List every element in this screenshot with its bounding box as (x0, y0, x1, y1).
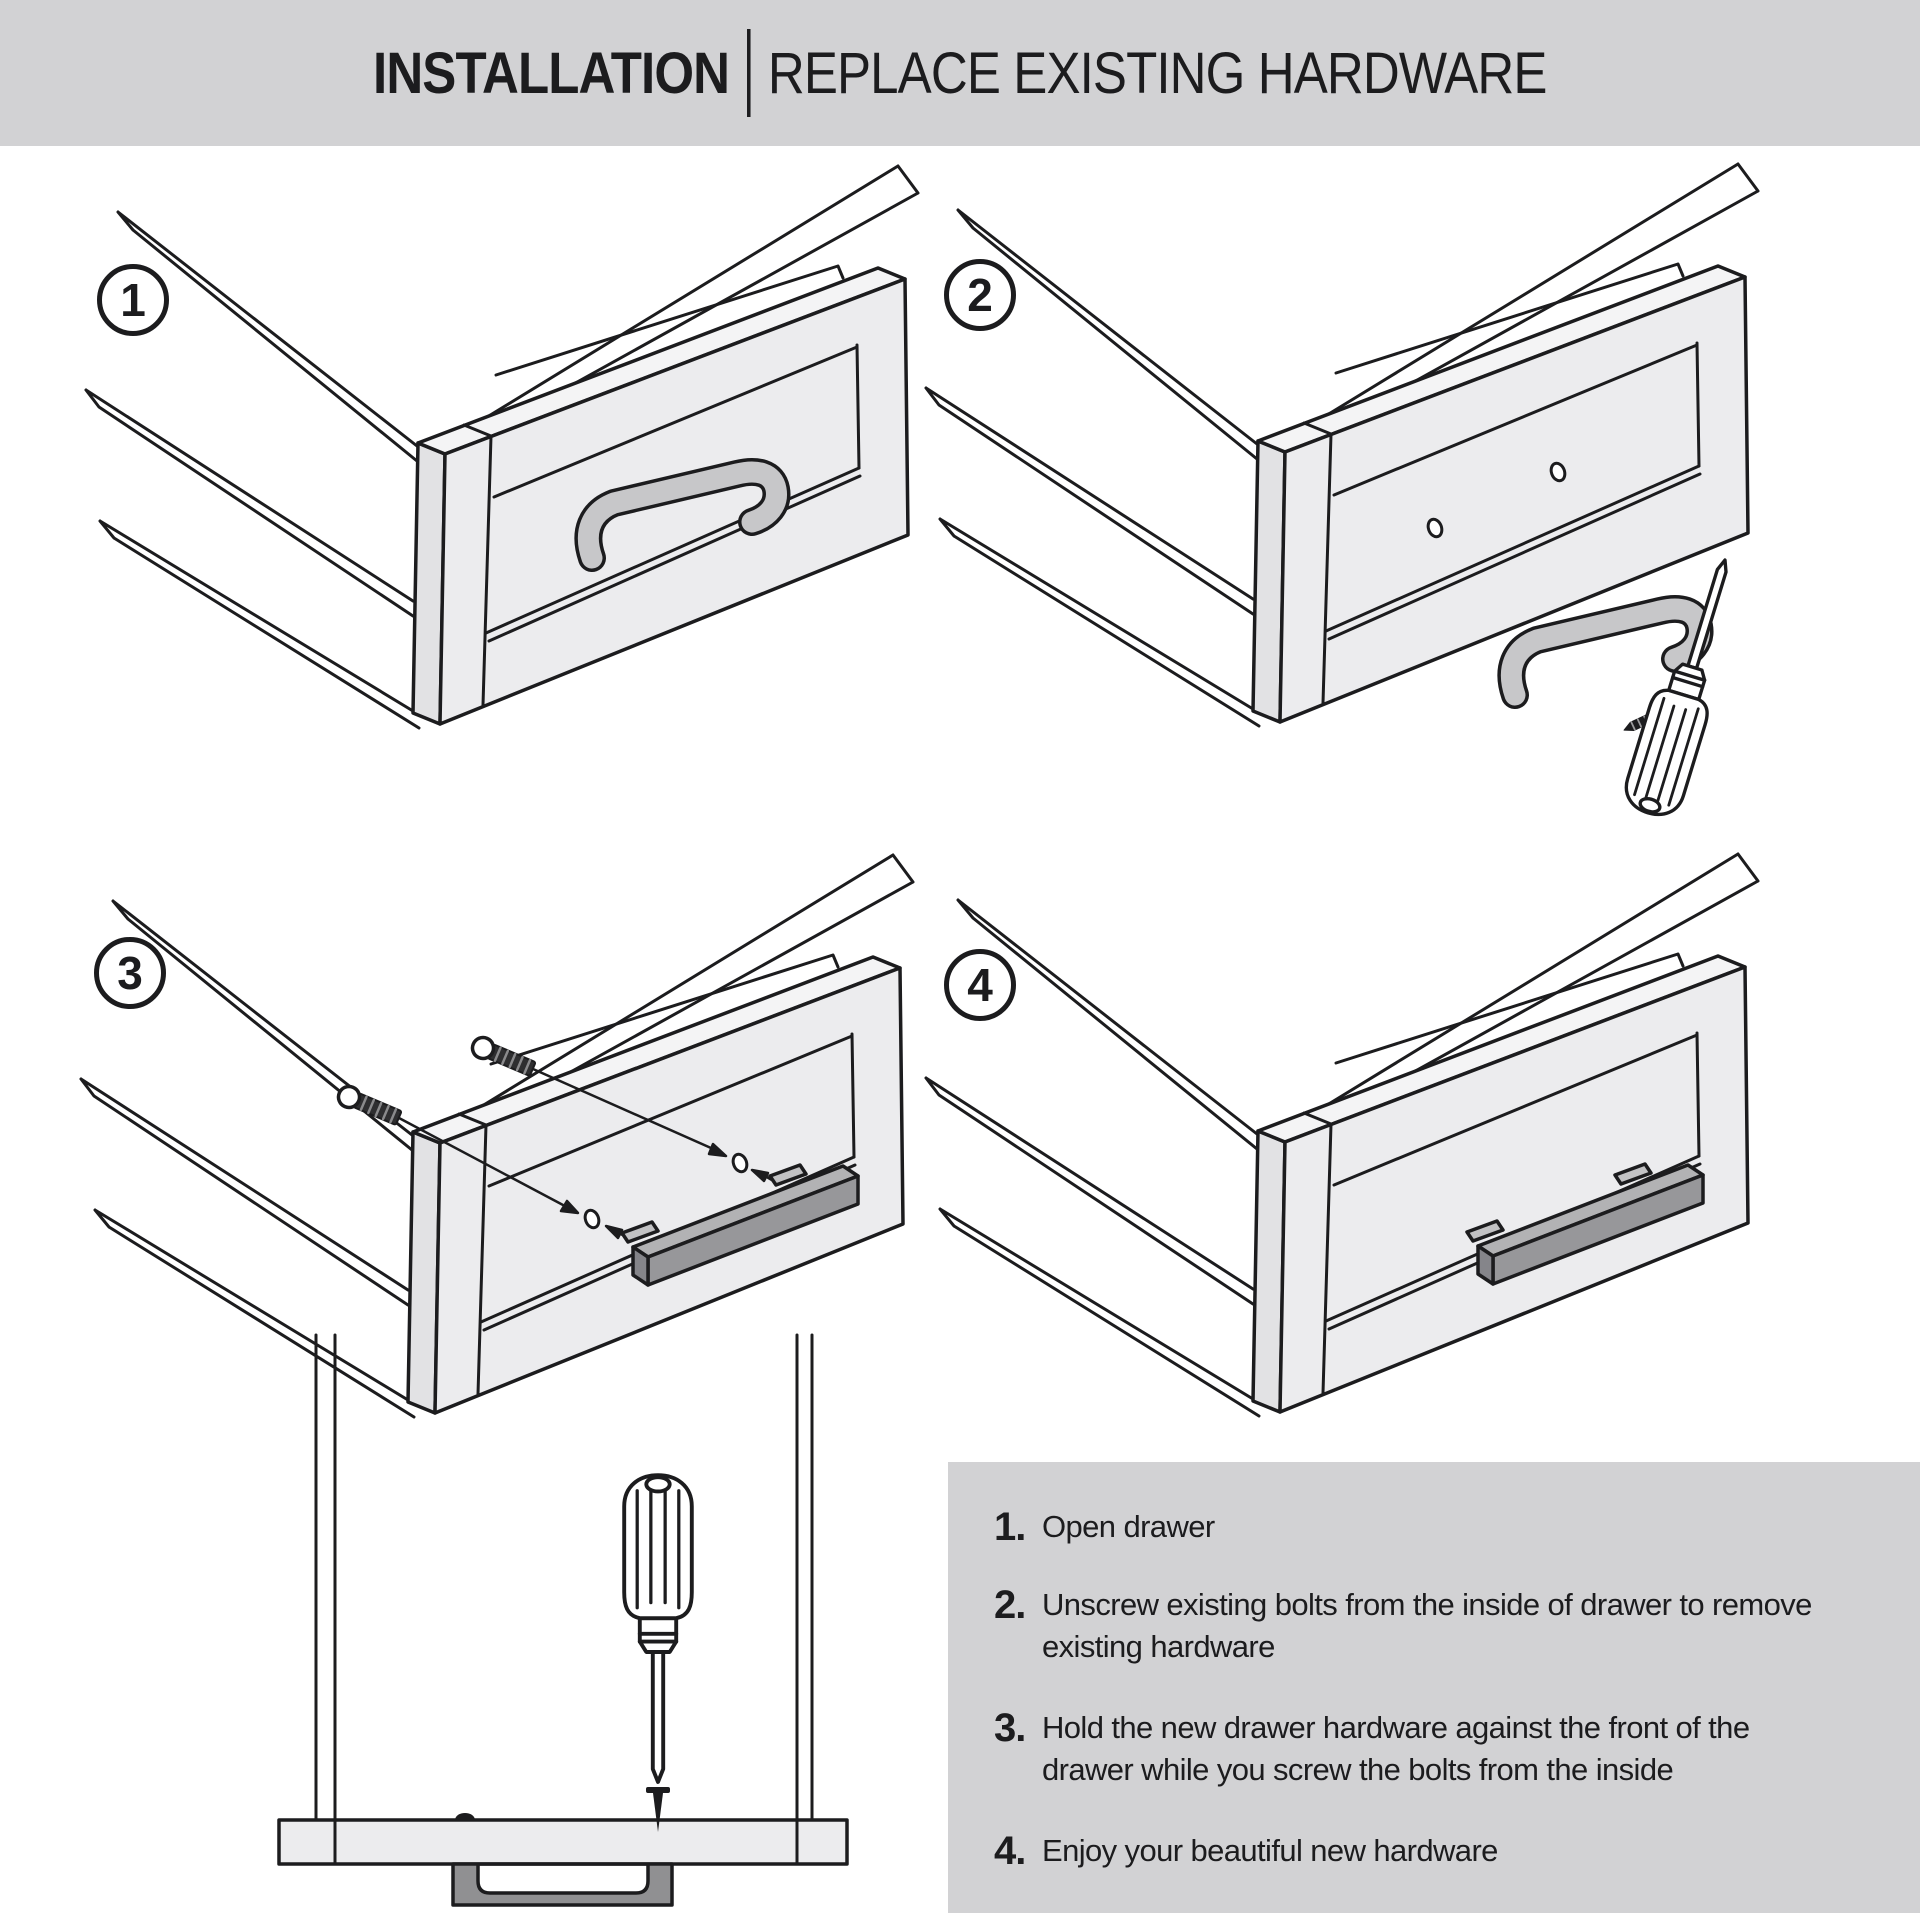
bolt-head (646, 1787, 670, 1793)
drawer-front-cross-section (277, 1818, 849, 1866)
title-subtitle: REPLACE EXISTING HARDWARE (768, 40, 1548, 106)
step-badge-1: 1 (97, 264, 169, 336)
step-number: 4. (994, 1829, 1026, 1874)
bolt-shaft (653, 1793, 663, 1832)
bolt-icon (333, 1081, 405, 1130)
cross-section-view (277, 1333, 849, 1907)
step-badge-3-number: 3 (117, 947, 143, 999)
step-badge-1-number: 1 (120, 274, 146, 326)
page-title: INSTALLATION REPLACE EXISTING HARDWARE (373, 29, 1548, 117)
drawer-icon (924, 162, 1760, 728)
instruction-step: 1. Open drawer (994, 1506, 1890, 1548)
step-text: Open drawer (1042, 1509, 1215, 1544)
step-number: 3. (994, 1706, 1026, 1751)
screwdriver-icon (1618, 549, 1755, 823)
instruction-step: 3. Hold the new drawer hardware against … (994, 1707, 1890, 1790)
panel-2-remove-hardware (924, 162, 1760, 823)
panel-1-open-drawer (84, 164, 920, 730)
bar-pull-handle-icon (451, 1862, 674, 1907)
step-badge-3: 3 (94, 937, 166, 1009)
step-text: Unscrew existing bolts from the inside o… (1042, 1587, 1812, 1664)
step-badge-4-number: 4 (967, 959, 993, 1011)
instruction-step: 4. Enjoy your beautiful new hardware (994, 1830, 1890, 1872)
screwdriver-icon (622, 1473, 694, 1784)
panel-3-attach-hardware (79, 853, 915, 1907)
step-text: Enjoy your beautiful new hardware (1042, 1833, 1498, 1869)
step-number: 2. (994, 1583, 1026, 1627)
step-badge-2: 2 (944, 259, 1016, 331)
title-separator (746, 29, 751, 117)
drawer-side-walls (314, 1333, 814, 1822)
drawer-icon (924, 852, 1760, 1418)
drawer-icon (79, 853, 915, 1419)
instruction-step: 2. Unscrew existing bolts from the insid… (994, 1584, 1890, 1667)
header-band: INSTALLATION REPLACE EXISTING HARDWARE (0, 0, 1920, 146)
installed-bolt-head (455, 1813, 475, 1820)
drawer-icon (84, 164, 920, 730)
title-bold: INSTALLATION (373, 40, 730, 106)
step-number: 1. (994, 1505, 1026, 1549)
bolt-icon (467, 1032, 539, 1081)
step-text: Hold the new drawer hardware against the… (1042, 1710, 1750, 1787)
instructions-box: 1. Open drawer 2. Unscrew existing bolts… (948, 1462, 1920, 1913)
step-badge-2-number: 2 (967, 269, 993, 321)
step-badge-4: 4 (944, 949, 1016, 1021)
panel-4-finished-drawer (924, 852, 1760, 1418)
